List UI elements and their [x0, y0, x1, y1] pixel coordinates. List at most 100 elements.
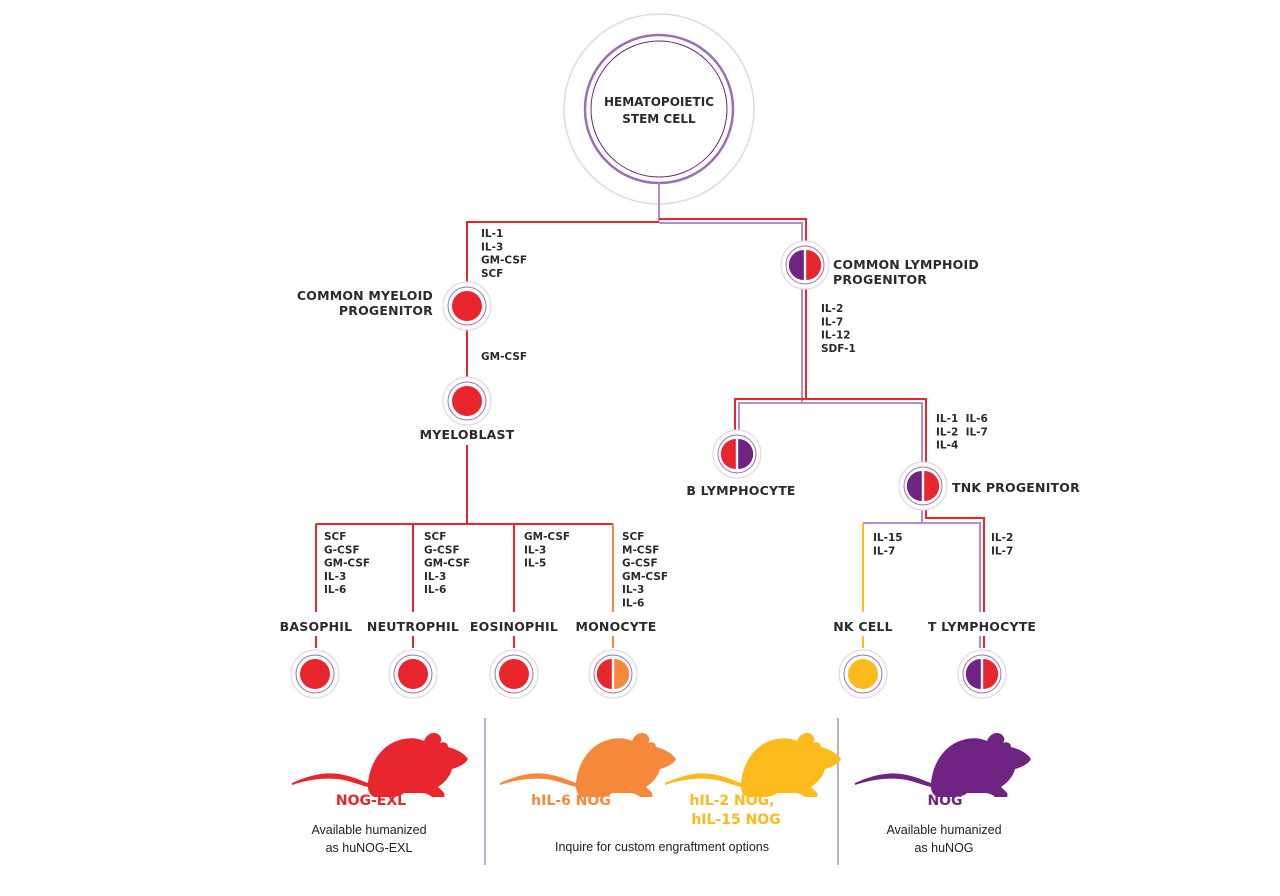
cell-nodes: [290, 240, 1007, 699]
model-name-nog-exl: NOG-EXL: [336, 793, 406, 809]
cytokine-item: SCF: [424, 531, 446, 543]
cell-fill: [452, 386, 482, 416]
model-name-nog: NOG: [927, 793, 962, 809]
t-lymphocyte-label: T LYMPHOCYTE: [928, 619, 1036, 634]
common-lymphoid-node: [780, 240, 830, 290]
cell-fill-left: [596, 659, 612, 689]
cytokine-item: IL-7: [991, 545, 1013, 557]
basophil-label: BASOPHIL: [280, 619, 353, 634]
model-desc-nog-exl-line1: Available humanized: [311, 823, 426, 837]
cytokine-item: G-CSF: [324, 544, 360, 556]
cell-fill-right: [614, 659, 630, 689]
cytokine-item: IL-3: [324, 571, 346, 583]
mouse-icon-hil2-hil15-nog: [665, 732, 841, 797]
cytokine-item: IL-3: [424, 571, 446, 583]
monocyte-node: [588, 649, 638, 699]
cell-fill-right: [983, 659, 999, 689]
cytokine-item: IL-7: [821, 316, 843, 328]
line-to-t-lilac: [922, 522, 981, 612]
cytokine-item: IL-6: [424, 584, 446, 596]
stem-cell-label-line2: STEM CELL: [622, 112, 696, 126]
t-lymphocyte-node: [957, 649, 1007, 699]
model-name-hil6-nog: hIL-6 NOG: [531, 793, 611, 809]
neutrophil-label: NEUTROPHIL: [367, 619, 459, 634]
mouse-icon-hil6-nog: [500, 732, 676, 797]
common-myeloid-label-line2: PROGENITOR: [339, 303, 433, 318]
cytokine-item: IL-3: [622, 584, 644, 596]
cytokine-item: IL-3: [481, 241, 503, 253]
model-name-hil2-nog: hIL-2 NOG,: [690, 793, 775, 809]
cytokine-item: IL-2: [821, 303, 843, 315]
cell-fill-right: [924, 471, 940, 501]
cytokine-item: GM-CSF: [424, 558, 470, 570]
mouse-icon-nog-exl: [292, 732, 468, 797]
tnk-progenitor-node: [898, 461, 948, 511]
cytokine-item: IL-1: [481, 228, 503, 240]
line-to-tnk-lilac: [802, 402, 923, 486]
cell-fill-left: [720, 439, 736, 469]
myeloblast-label: MYELOBLAST: [420, 427, 515, 442]
nk-cell-node: [838, 649, 888, 699]
cytokine-item: IL-2 IL-7: [936, 426, 988, 438]
cell-fill: [398, 659, 428, 689]
stem-cell-label-line1: HEMATOPOIETIC: [604, 95, 714, 109]
cell-fill-left: [906, 471, 922, 501]
cell-fill-left: [788, 250, 804, 280]
cytokine-item: GM-CSF: [481, 351, 527, 363]
cell-fill-right: [806, 250, 822, 280]
stem-cell-node: HEMATOPOIETIC STEM CELL: [563, 13, 755, 205]
cell-fill: [452, 291, 482, 321]
myeloblast-node: [442, 376, 492, 426]
line-to-tnk-red: [806, 398, 927, 486]
common-lymphoid-label-line2: PROGENITOR: [833, 272, 927, 287]
common-myeloid-label-line1: COMMON MYELOID: [297, 288, 433, 303]
cell-fill: [499, 659, 529, 689]
cytokine-item: IL-6: [324, 584, 346, 596]
cytokine-item: GM-CSF: [481, 255, 527, 267]
cytokine-item: M-CSF: [622, 544, 659, 556]
model-desc-nog-line1: Available humanized: [886, 823, 1001, 837]
cytokine-item: GM-CSF: [324, 558, 370, 570]
basophil-node: [290, 649, 340, 699]
mouse-icon-nog: [855, 732, 1031, 797]
cell-fill: [848, 659, 878, 689]
cytokine-item: IL-2: [991, 532, 1013, 544]
nk-cell-label: NK CELL: [833, 619, 893, 634]
node-labels: COMMON MYELOID PROGENITOR COMMON LYMPHOI…: [280, 257, 1080, 634]
custom-engraftment-note: Inquire for custom engraftment options: [555, 840, 769, 854]
cytokine-item: IL-5: [524, 558, 546, 570]
cytokine-item: IL-15: [873, 532, 903, 544]
cell-fill-right: [738, 439, 754, 469]
cytokine-item: IL-4: [936, 440, 958, 452]
cytokine-item: GM-CSF: [524, 531, 570, 543]
cytokine-item: IL-7: [873, 545, 895, 557]
cytokine-item: SCF: [324, 531, 346, 543]
line-to-myeloid: [466, 221, 659, 394]
cytokine-item: IL-3: [524, 544, 546, 556]
eosinophil-node: [489, 649, 539, 699]
b-lymphocyte-node: [712, 429, 762, 479]
eosinophil-label: EOSINOPHIL: [470, 619, 558, 634]
cytokines-to-myeloblast: GM-CSF: [481, 351, 527, 363]
common-myeloid-node: [442, 281, 492, 331]
line-to-lymphoid-lilac: [659, 222, 803, 264]
cytokine-item: SCF: [622, 531, 644, 543]
model-name-hil15-nog: hIL-15 NOG: [691, 812, 780, 828]
cytokine-item: SCF: [481, 268, 503, 280]
tnk-progenitor-label: TNK PROGENITOR: [952, 480, 1080, 495]
cytokine-item: G-CSF: [424, 544, 460, 556]
neutrophil-node: [388, 649, 438, 699]
monocyte-label: MONOCYTE: [575, 619, 656, 634]
stem-cell-inner-ring: [590, 40, 728, 178]
cytokine-item: GM-CSF: [622, 571, 668, 583]
cytokine-item: IL-6: [622, 598, 644, 610]
